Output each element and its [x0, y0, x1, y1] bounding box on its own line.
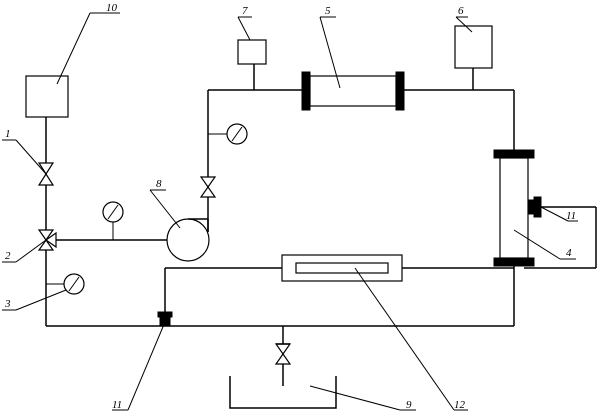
- label-6: 6: [458, 5, 464, 17]
- heat-exchanger-4: [493, 149, 542, 267]
- valve-1: [37, 162, 55, 186]
- label-2: 2: [5, 250, 11, 262]
- leader-lines: [2, 12, 578, 411]
- sensor-6: [454, 25, 493, 69]
- tank-10: [25, 75, 69, 118]
- label-4: 4: [566, 247, 572, 259]
- sensor-7: [237, 39, 267, 65]
- gauge-discharge: [226, 123, 248, 145]
- test-section-5: [301, 71, 405, 111]
- label-11-right: 11: [566, 210, 576, 222]
- pump-8: [166, 218, 210, 262]
- label-1: 1: [5, 128, 11, 140]
- valve-pump-outlet: [199, 176, 217, 198]
- pipelines: [45, 64, 597, 386]
- device-12: [281, 254, 403, 282]
- label-3: 3: [4, 298, 11, 310]
- labels: 10 7 5 6 1 8 2 3 11 4 11 9 12: [4, 2, 576, 411]
- label-8: 8: [156, 178, 162, 190]
- label-12: 12: [454, 399, 466, 411]
- flow-element-11: [157, 311, 173, 327]
- label-5: 5: [325, 5, 331, 17]
- label-11-bottom: 11: [112, 399, 122, 411]
- reservoir-9: [229, 376, 337, 409]
- gauge-top: [102, 201, 124, 223]
- label-7: 7: [242, 5, 248, 17]
- gauge-3: [63, 273, 85, 295]
- label-10: 10: [106, 2, 118, 14]
- valve-drain: [274, 343, 292, 365]
- label-9: 9: [406, 399, 412, 411]
- valve-2-three-way: [37, 229, 57, 251]
